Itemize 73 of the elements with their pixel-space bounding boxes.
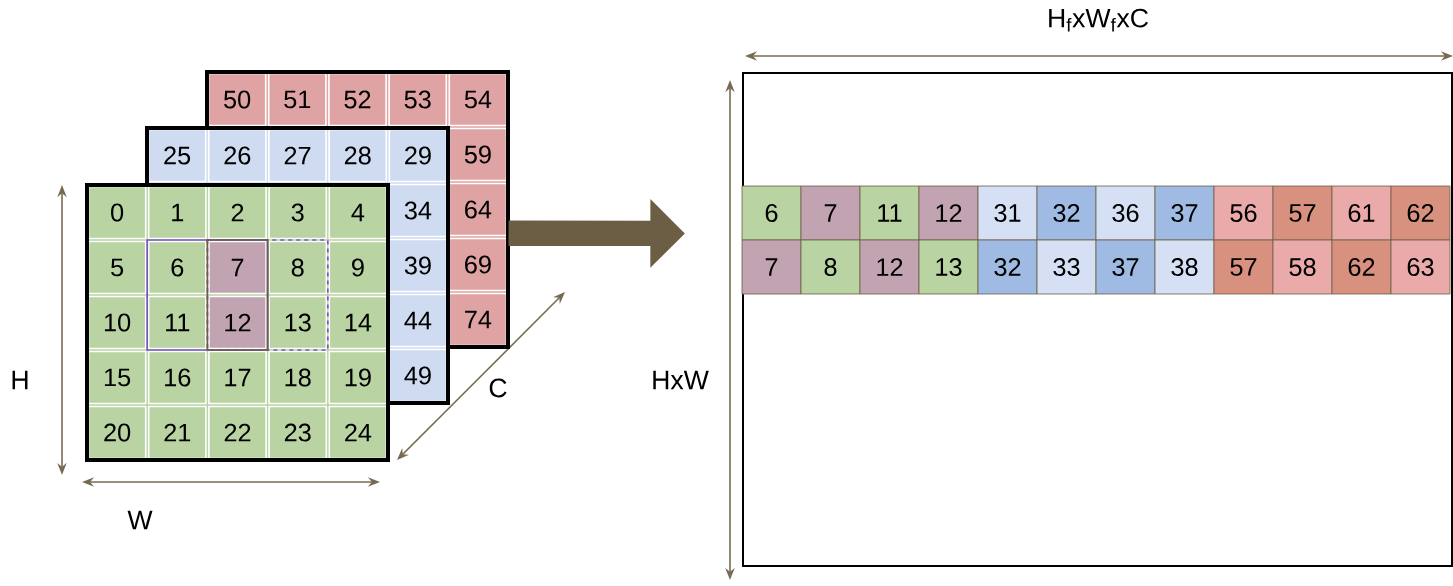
matrix-cell: 38: [1154, 239, 1215, 295]
dimension-label: W: [127, 510, 153, 530]
matrix-cell: 37: [1095, 239, 1156, 295]
grid-cell: 28: [328, 128, 388, 183]
grid-cell: 24: [328, 405, 388, 460]
grid-cell: 17: [208, 350, 267, 405]
matrix-cell: 57: [1213, 239, 1274, 295]
matrix-cell: 6: [741, 185, 802, 241]
dimension-label: H: [12, 370, 28, 390]
grid-cell: 39: [388, 238, 448, 293]
grid-cell: 29: [388, 128, 448, 183]
grid-cell: 11: [147, 295, 207, 350]
grid-cell: 25: [147, 128, 207, 183]
matrix-cell: 62: [1331, 239, 1392, 295]
grid-cell: 9: [328, 240, 388, 295]
grid-cell: 23: [268, 405, 328, 460]
grid-cell: 12: [208, 295, 267, 350]
grid-cell: 14: [328, 295, 388, 350]
grid-cell: 49: [388, 348, 448, 403]
grid-cell: 69: [448, 237, 508, 292]
matrix-cell: 11: [859, 185, 920, 241]
grid-cell: 64: [448, 182, 508, 237]
grid-cell: 4: [328, 185, 388, 240]
grid-cell: 27: [268, 128, 327, 183]
grid-cell: 2: [208, 185, 267, 240]
grid-cell: 20: [87, 405, 147, 460]
matrix-cell: 8: [800, 239, 861, 295]
grid-cell: 19: [328, 350, 388, 405]
grid-cell: 18: [268, 350, 328, 405]
matrix-cell: 12: [859, 239, 920, 295]
grid-cell: 7: [208, 240, 267, 295]
grid-cell: 13: [268, 295, 328, 350]
grid-cell: 26: [207, 128, 267, 183]
matrix-cell: 62: [1390, 185, 1451, 241]
matrix-box: [741, 72, 1453, 567]
matrix-cell: 31: [977, 185, 1038, 241]
matrix-cell: 36: [1095, 185, 1156, 241]
dimension-label: H$_{f}$xW$_{f}$xC: [1049, 8, 1148, 32]
grid-cell: 59: [448, 127, 508, 182]
grid-cell: 8: [268, 240, 328, 295]
grid-cell: 16: [147, 350, 207, 405]
matrix-cell: 56: [1213, 185, 1274, 241]
matrix-cell: 13: [918, 239, 979, 295]
grid-cell: 51: [267, 72, 327, 127]
dimension-label: C: [489, 378, 507, 398]
grid-cell: 1: [147, 185, 207, 240]
grid-cell: 34: [388, 183, 448, 238]
matrix-cell: 32: [1036, 185, 1097, 241]
grid-cell: 21: [147, 405, 207, 460]
matrix-cell: 7: [800, 185, 861, 241]
grid-cell: 15: [87, 350, 147, 405]
grid-cell: 52: [328, 72, 387, 127]
matrix-cell: 37: [1154, 185, 1215, 241]
grid-cell: 10: [87, 295, 147, 350]
grid-cell: 44: [388, 293, 448, 348]
matrix-cell: 58: [1272, 239, 1333, 295]
grid-cell: 53: [388, 72, 448, 127]
grid-cell: 54: [448, 72, 508, 127]
matrix-cell: 57: [1272, 185, 1333, 241]
grid-cell: 50: [207, 72, 267, 127]
grid-cell: 3: [268, 185, 328, 240]
matrix-cell: 32: [977, 239, 1038, 295]
grid-cell: 0: [87, 185, 147, 240]
matrix-cell: 7: [741, 239, 802, 295]
dimension-label: HxW: [653, 370, 709, 390]
matrix-cell: 63: [1390, 239, 1451, 295]
matrix-cell: 12: [918, 185, 979, 241]
matrix-cell: 33: [1036, 239, 1097, 295]
grid-cell: 6: [147, 240, 207, 295]
grid-cell: 22: [208, 405, 267, 460]
grid-cell: 74: [448, 292, 508, 347]
grid-cell: 5: [87, 240, 147, 295]
matrix-cell: 61: [1331, 185, 1392, 241]
